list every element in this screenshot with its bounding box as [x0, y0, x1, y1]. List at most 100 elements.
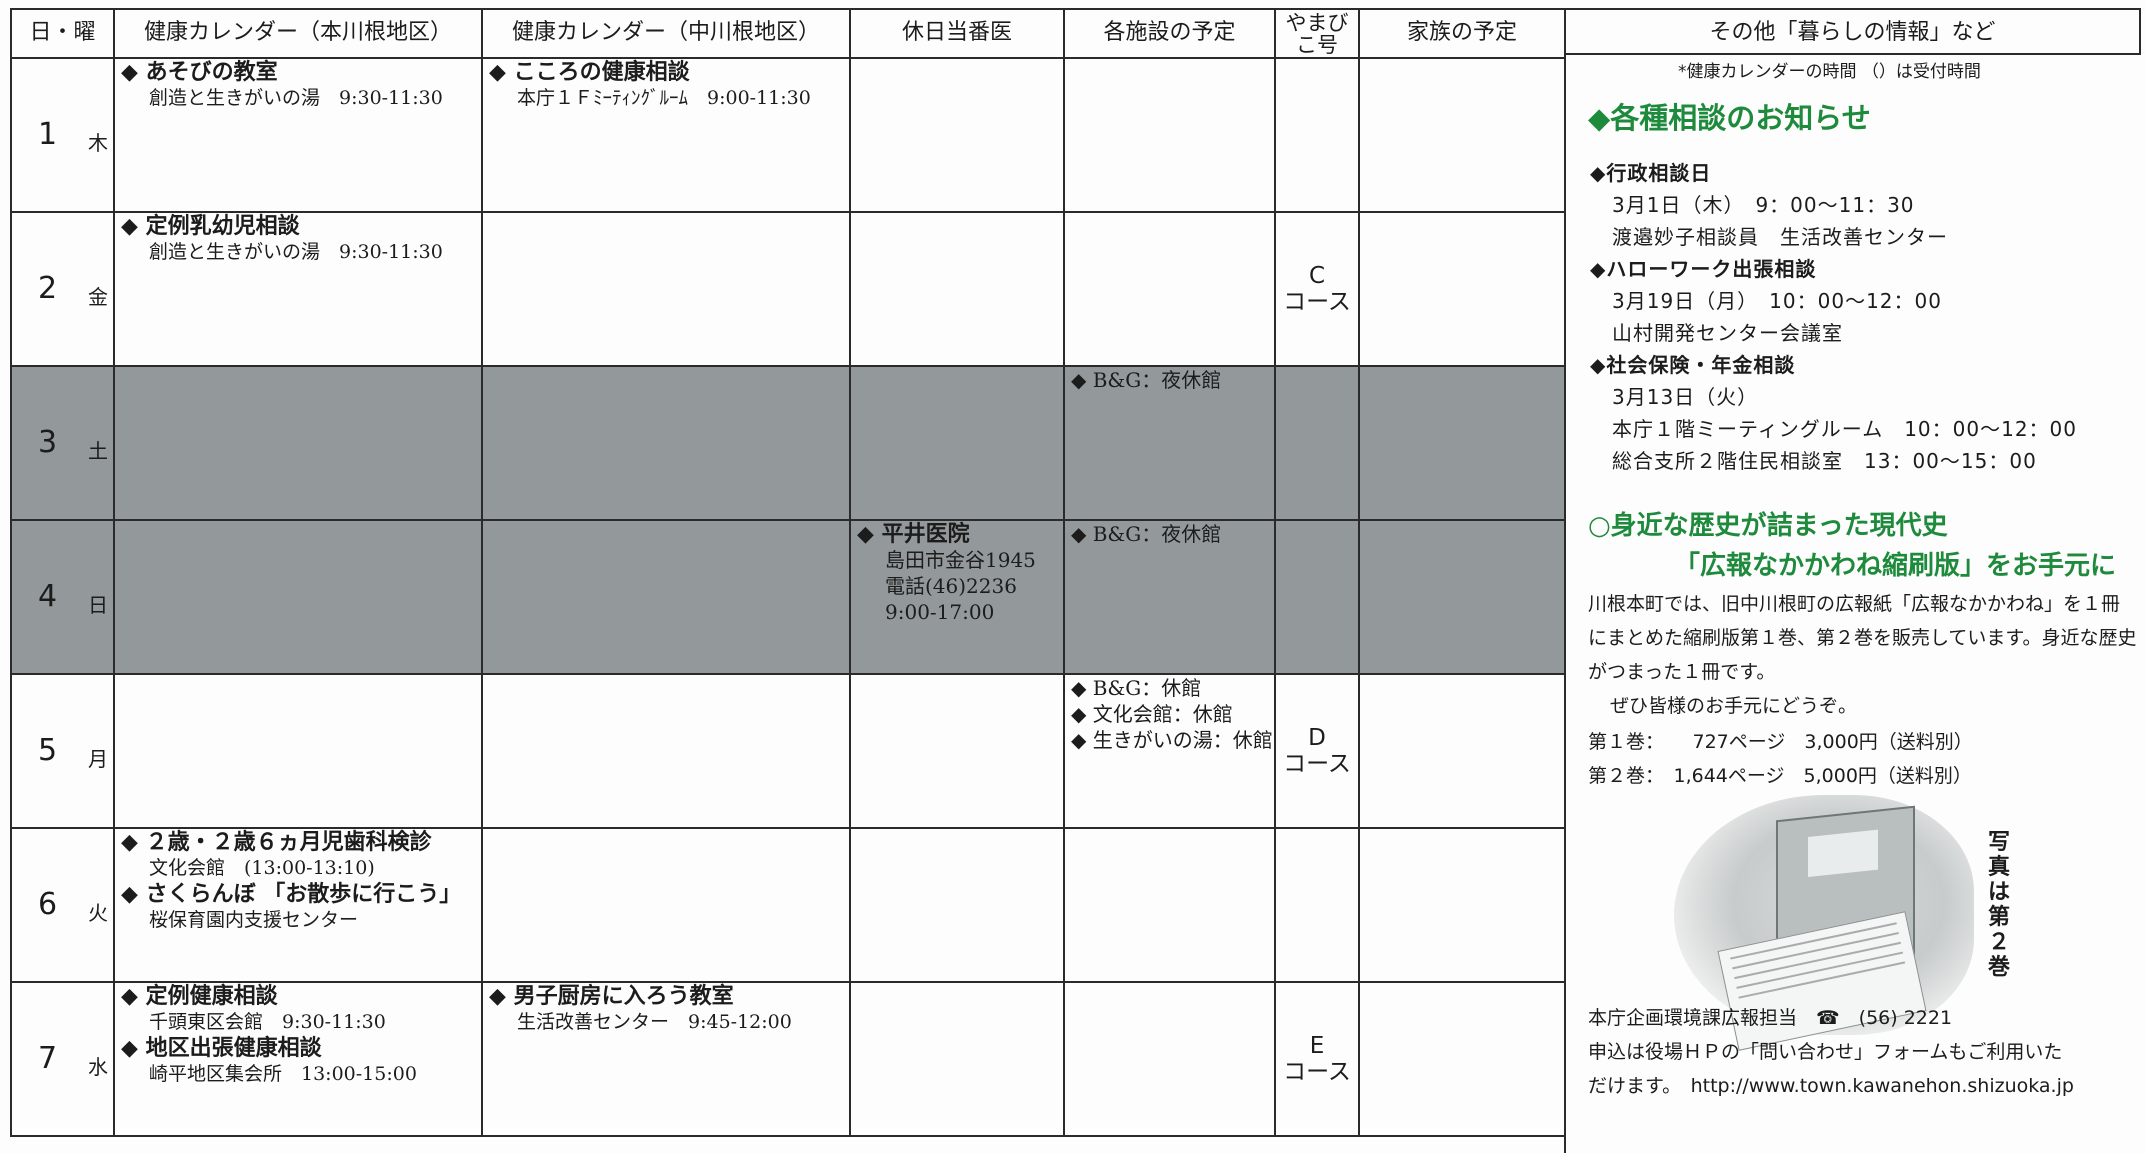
- consultation-heading: ◆各種相談のお知らせ: [1588, 101, 1871, 135]
- nakakawane-cell: [481, 673, 851, 829]
- header-other: その他「暮らしの情報」など: [1564, 8, 2141, 55]
- honkawane-event-title: ◆ 定例健康相談: [121, 983, 278, 1009]
- family-cell: [1358, 211, 1566, 367]
- yamabiko-course: D: [1308, 725, 1326, 751]
- consult-hellowork-date: 3月19日（月） 10：00〜12：00: [1612, 289, 1942, 313]
- family-cell: [1358, 827, 1566, 983]
- history-text: 川根本町では、旧中川根町の広報紙「広報なかかわね」を１冊にまとめた縮刷版第１巻、…: [1588, 593, 2137, 683]
- calendar-table: 日・曜 健康カレンダー（本川根地区） 健康カレンダー（中川根地区） 休日当番医 …: [10, 8, 1566, 1137]
- holiday-doctor-cell: [849, 981, 1065, 1137]
- consult-admin-place: 渡邉妙子相談員 生活改善センター: [1612, 225, 1948, 249]
- facility-schedule: ◆ 生きがいの湯：休館: [1071, 728, 1273, 752]
- day-of-week: 木: [88, 131, 108, 155]
- yamabiko-course: C: [1308, 263, 1326, 289]
- nakakawane-cell: [481, 519, 851, 675]
- header-day: 日・曜: [10, 8, 115, 59]
- honkawane-cell: ◆ 定例健康相談千頭東区会館 9:30-11:30◆ 地区出張健康相談崎平地区集…: [113, 981, 483, 1137]
- day-of-week: 月: [88, 747, 108, 771]
- honkawane-event-title: ◆ ２歳・２歳６ヵ月児歯科検診: [121, 829, 432, 855]
- history-heading: ○身近な歴史が詰まった現代史: [1588, 511, 1948, 541]
- header-facilities: 各施設の予定: [1063, 8, 1276, 59]
- honkawane-cell: [113, 519, 483, 675]
- honkawane-event-title: ◆ あそびの教室: [121, 59, 278, 85]
- header-family: 家族の予定: [1358, 8, 1566, 59]
- nakakawane-cell: [481, 211, 851, 367]
- facilities-cell: ◆ B&G：夜休館: [1063, 519, 1276, 675]
- consult-hellowork-place: 山村開発センター会議室: [1612, 321, 1843, 345]
- honkawane-cell: [113, 365, 483, 521]
- day-number: 7: [38, 1041, 58, 1076]
- clinic-name: ◆ 平井医院: [857, 521, 970, 547]
- clinic-detail: 9:00-17:00: [885, 600, 995, 624]
- honkawane-event-title: ◆ 地区出張健康相談: [121, 1035, 322, 1061]
- consult-admin-title: ◆行政相談日: [1590, 161, 1712, 185]
- header-yamabiko: やまびこ号: [1274, 8, 1360, 59]
- yamabiko-cell: [1274, 519, 1360, 675]
- yamabiko-cell: [1274, 827, 1360, 983]
- day-of-week: 金: [88, 285, 108, 309]
- facilities-cell: [1063, 981, 1276, 1137]
- consult-insurance: ◆社会保険・年金相談 3月13日（火） 本庁１階ミーティングルーム 10：00〜…: [1590, 349, 2077, 477]
- nakakawane-cell: [481, 365, 851, 521]
- history-invite: ぜひ皆様のお手元にどうぞ。: [1610, 695, 1858, 717]
- consult-insurance-title: ◆社会保険・年金相談: [1590, 353, 1796, 377]
- yamabiko-course: コース: [1283, 751, 1351, 777]
- contact-phone: 本庁企画環境課広報担当 ☎ (56) 2221: [1588, 1007, 1953, 1029]
- facilities-cell: [1063, 57, 1276, 213]
- honkawane-event-title: ◆ 定例乳幼児相談: [121, 213, 300, 239]
- nakakawane-event-place: 生活改善センター 9:45-12:00: [517, 1011, 792, 1033]
- consult-admin-date: 3月1日（木） 9：00〜11：30: [1612, 193, 1915, 217]
- facilities-cell: [1063, 211, 1276, 367]
- consult-hellowork-title: ◆ハローワーク出張相談: [1590, 257, 1817, 281]
- yamabiko-course: E: [1309, 1033, 1325, 1059]
- day-number: 2: [38, 271, 58, 306]
- holiday-doctor-cell: [849, 365, 1065, 521]
- day-of-week: 火: [88, 901, 108, 925]
- day-number: 1: [38, 117, 58, 152]
- time-note: *健康カレンダーの時間 （）は受付時間: [1678, 62, 1981, 82]
- contact-url[interactable]: だけます。 http://www.town.kawanehon.shizuoka…: [1588, 1075, 2074, 1097]
- yamabiko-cell: [1274, 57, 1360, 213]
- consult-insurance-place1: 本庁１階ミーティングルーム 10：00〜12：00: [1612, 417, 2077, 441]
- nakakawane-cell: ◆ 男子厨房に入ろう教室生活改善センター 9:45-12:00: [481, 981, 851, 1137]
- honkawane-event-place: 千頭東区会館 9:30-11:30: [149, 1011, 386, 1033]
- day-of-week: 水: [88, 1055, 108, 1079]
- yamabiko-cell: [1274, 365, 1360, 521]
- info-panel: *健康カレンダーの時間 （）は受付時間 ◆各種相談のお知らせ ◆行政相談日 3月…: [1564, 55, 2141, 1153]
- nakakawane-event-place: 本庁１Ｆﾐｰﾃｨﾝｸﾞﾙｰﾑ 9:00-11:30: [517, 87, 811, 109]
- volume-1-price: 第１巻： 727ページ 3,000円（送料別）: [1588, 731, 1973, 753]
- nakakawane-event-title: ◆ 男子厨房に入ろう教室: [489, 983, 734, 1009]
- facility-schedule: ◆ B&G：夜休館: [1071, 368, 1222, 392]
- header-row: 日・曜 健康カレンダー（本川根地区） 健康カレンダー（中川根地区） 休日当番医 …: [10, 8, 1566, 59]
- facilities-cell: [1063, 827, 1276, 983]
- consult-admin: ◆行政相談日 3月1日（木） 9：00〜11：30 渡邉妙子相談員 生活改善セン…: [1590, 157, 1948, 253]
- holiday-doctor-cell: [849, 673, 1065, 829]
- honkawane-cell: [113, 673, 483, 829]
- nakakawane-cell: ◆ こころの健康相談本庁１Ｆﾐｰﾃｨﾝｸﾞﾙｰﾑ 9:00-11:30: [481, 57, 851, 213]
- day-of-week: 土: [88, 439, 108, 463]
- family-cell: [1358, 57, 1566, 213]
- family-cell: [1358, 519, 1566, 675]
- family-cell: [1358, 981, 1566, 1137]
- honkawane-event-place: 創造と生きがいの湯 9:30-11:30: [149, 241, 443, 263]
- day-number: 5: [38, 733, 58, 768]
- volume-2-price: 第２巻： 1,644ページ 5,000円（送料別）: [1588, 765, 1972, 787]
- clinic-detail: 島田市金谷1945: [885, 548, 1036, 572]
- honkawane-cell: ◆ あそびの教室創造と生きがいの湯 9:30-11:30: [113, 57, 483, 213]
- header-holiday-doctor: 休日当番医: [849, 8, 1065, 59]
- photo-caption: 写真は第２巻: [1987, 830, 2010, 980]
- holiday-doctor-cell: [849, 827, 1065, 983]
